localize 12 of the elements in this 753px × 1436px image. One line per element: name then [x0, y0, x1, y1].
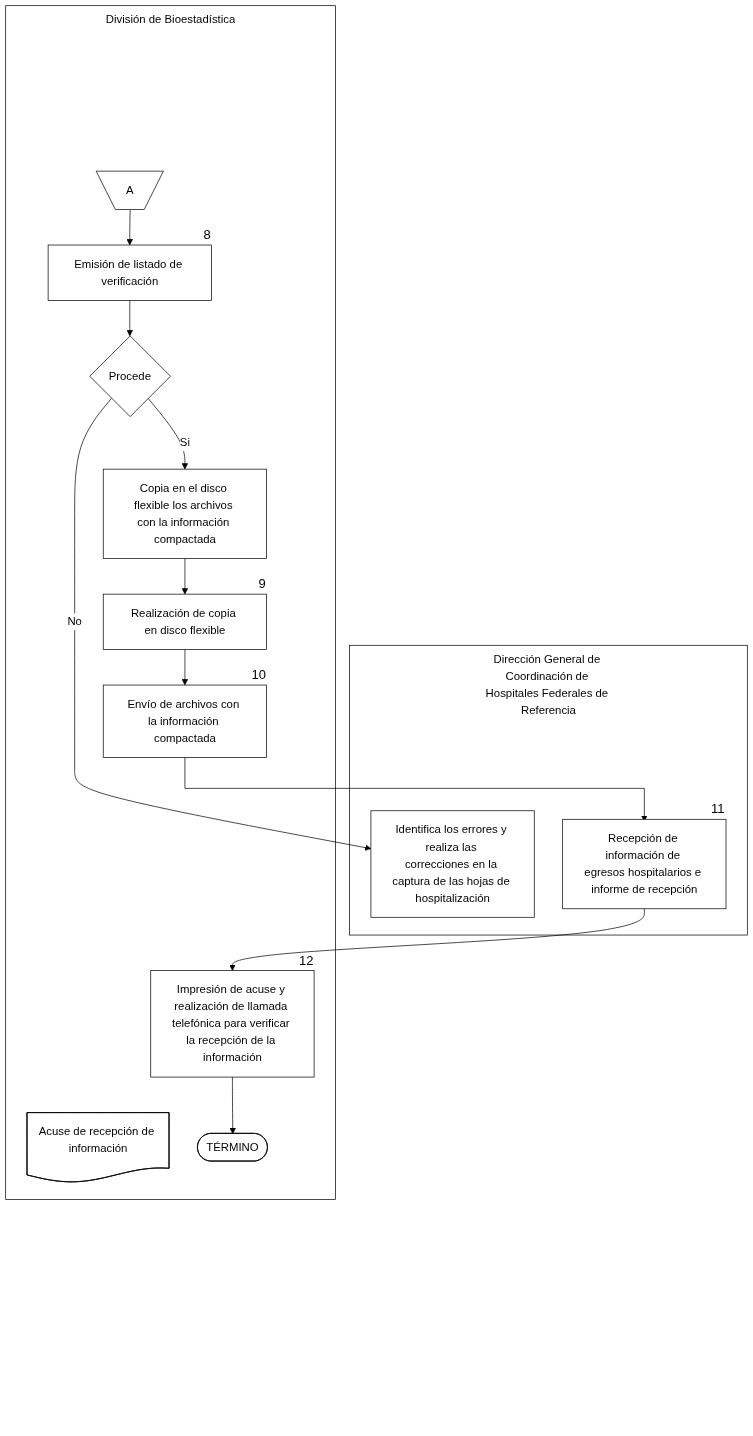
edge-label: Si	[179, 436, 190, 449]
step-number: 8	[202, 227, 212, 242]
step-number: 12	[298, 952, 315, 968]
edge-label: No	[67, 615, 82, 628]
node-box: Copia en el disco flexible los archivos con la información compactada	[102, 468, 267, 559]
node-box: Identifica los errores y realiza las correcciones en la captura de las hojas de hospitalización	[370, 810, 535, 918]
node-box: Recepción de información de egresos hospitalarios e informe de recepción	[562, 818, 727, 910]
node-box: Envío de archivos con la información compactada	[102, 684, 267, 758]
node-box: Impresión de acuse y realización de llamada telefónica para verificar la recepción de la información	[150, 970, 315, 1078]
node-diamond: Procede	[89, 335, 171, 417]
node-box: Emisión de listado de verificación	[47, 244, 212, 301]
node-box: Realización de copia en disco flexible	[102, 593, 267, 650]
